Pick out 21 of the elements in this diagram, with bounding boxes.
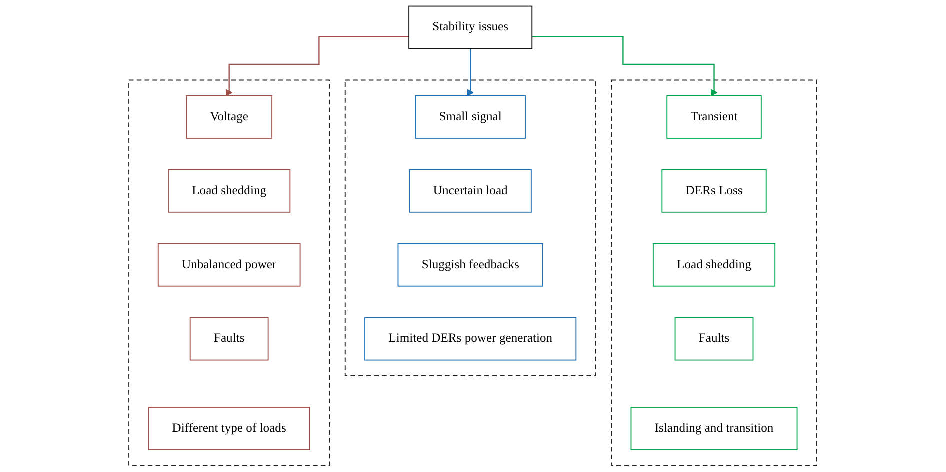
node-box: Small signal <box>415 96 526 139</box>
node-box: DERs Loss <box>662 169 767 213</box>
node-box: Unbalanced power <box>158 243 301 287</box>
node-box: Uncertain load <box>409 169 532 213</box>
arrow <box>467 48 474 96</box>
arrow <box>532 36 718 96</box>
arrow <box>226 36 410 96</box>
node-box: Load shedding <box>168 169 291 213</box>
node-box: Limited DERs power generation <box>364 317 577 361</box>
node-box: Islanding and transition <box>630 407 798 450</box>
cluster <box>611 80 818 466</box>
node-box: Sluggish feedbacks <box>398 243 544 287</box>
cluster <box>344 80 596 376</box>
node-box: Stability issues <box>408 6 533 50</box>
node-box: Different type of loads <box>148 407 310 450</box>
node-box: Transient <box>666 96 762 139</box>
cluster <box>128 80 330 466</box>
node-box: Faults <box>190 317 269 361</box>
node-box: Voltage <box>186 96 273 139</box>
node-box: Load shedding <box>652 243 776 287</box>
node-box: Faults <box>674 317 754 361</box>
